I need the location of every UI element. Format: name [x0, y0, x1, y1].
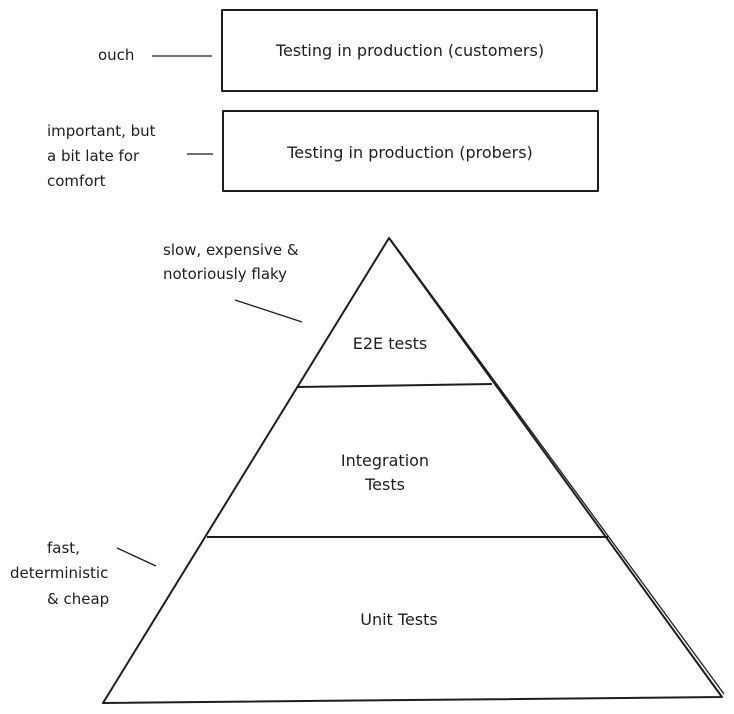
pyramid-level-e2e: E2E tests: [353, 334, 428, 353]
box-outline: [221, 9, 598, 92]
pyramid-outline: [102, 237, 723, 704]
annotation-probers-line3: comfort: [47, 172, 106, 190]
pyramid: E2E tests Integration Tests Unit Tests: [102, 237, 725, 704]
pyramid-level-integration-line1: Integration: [341, 451, 429, 470]
pyramid-level-integration-line2: Tests: [364, 475, 405, 494]
box-label: Testing in production (probers): [286, 143, 533, 162]
pyramid-divider-top: [296, 383, 493, 388]
box-outline: [222, 110, 599, 192]
connector-line: [234, 299, 303, 323]
annotation-probers-line1: important, but: [47, 122, 156, 140]
box-label: Testing in production (customers): [275, 41, 544, 60]
annotation-e2e-line2: notoriously flaky: [163, 265, 287, 283]
annotation-e2e-line1: slow, expensive &: [163, 241, 299, 259]
pyramid-level-unit: Unit Tests: [360, 610, 438, 629]
annotation-unit-line3: & cheap: [47, 590, 109, 608]
connector-line: [116, 547, 157, 567]
annotation-unit-line1: fast,: [47, 539, 80, 557]
box-testing-probers: Testing in production (probers): [222, 110, 599, 192]
annotation-probers-line2: a bit late for: [47, 147, 140, 165]
pyramid-edge-sketch: [390, 239, 725, 695]
annotation-ouch: ouch: [98, 46, 134, 64]
box-testing-customers: Testing in production (customers): [221, 9, 598, 92]
annotation-unit-line2: deterministic: [10, 564, 108, 582]
